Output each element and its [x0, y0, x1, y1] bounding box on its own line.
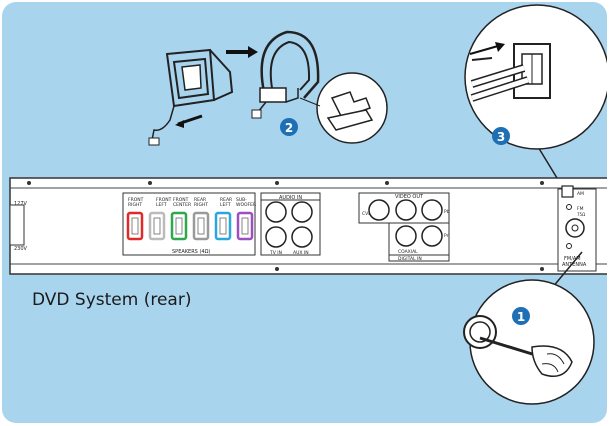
voltage-bottom: 230V	[14, 246, 28, 252]
antenna-label2: ANTENNA	[562, 262, 587, 268]
diagram-caption: DVD System (rear)	[32, 290, 192, 310]
speaker-terminal-slot	[197, 217, 205, 235]
speaker-terminal-slot	[175, 217, 183, 235]
coaxial-label: COAXIAL	[398, 249, 418, 255]
speakers-heading: SPEAKERS (4Ω)	[172, 249, 210, 255]
audio-in-jack	[265, 226, 287, 248]
fm-label: FM	[577, 206, 584, 212]
cvbs-label: CVBS	[362, 211, 374, 217]
pb-label: Pb	[444, 209, 450, 215]
audio-in-jack	[291, 226, 313, 248]
pr-label: Pr	[444, 233, 449, 239]
speaker-front-center-label2: CENTER	[173, 202, 191, 208]
speaker-plugs	[126, 211, 254, 241]
speaker-front-center-label1: FRONT	[173, 197, 189, 203]
audio-in-jack	[291, 201, 313, 223]
tv-in-label: TV IN	[269, 250, 282, 256]
speaker-channels: FRONT RIGHT FRONT LEFT FRONT CENTER REAR…	[128, 197, 256, 208]
speaker-terminal-slot	[153, 217, 161, 235]
speaker-front-left-label2: LEFT	[156, 202, 167, 208]
step-badge-3: 3	[492, 127, 510, 145]
speaker-rear-left-label2: LEFT	[220, 202, 231, 208]
speaker-terminal-slot	[219, 217, 227, 235]
digital-in-heading: DIGITAL IN	[398, 256, 422, 262]
screwdriver-illustration	[463, 251, 595, 405]
voltage-top: 127V	[14, 201, 28, 207]
speakers-block: SPEAKERS (4Ω) FRONT RIGHT FRONT LEFT FRO…	[122, 192, 256, 256]
step-badge-2: 2	[280, 118, 298, 136]
coaxial-jack	[395, 225, 417, 247]
am-socket	[561, 185, 574, 198]
speaker-front-right-label1: FRONT	[128, 197, 144, 203]
speaker-front-left-label1: FRONT	[156, 197, 172, 203]
audio-in-heading: AUDIO IN	[279, 195, 302, 201]
speaker-rear-left-label1: REAR	[220, 197, 232, 203]
video-jack	[421, 225, 443, 247]
antenna-label1: FM/AM	[564, 256, 581, 262]
video-jack	[395, 199, 417, 221]
aux-in-label: AUX IN	[293, 250, 309, 256]
video-out-heading: VIDEO OUT	[395, 194, 424, 200]
step-number: 3	[497, 130, 505, 144]
speaker-terminal-slot	[241, 217, 249, 235]
video-jack	[421, 199, 443, 221]
audio-in-jack	[265, 201, 287, 223]
cvbs-jack	[368, 199, 390, 221]
step-number: 2	[285, 121, 293, 135]
speaker-rear-right-label1: REAR	[194, 197, 206, 203]
speaker-rear-right-label2: RIGHT	[194, 202, 208, 208]
speaker-terminal-slot	[131, 217, 139, 235]
loop-antenna-illustration	[148, 30, 388, 146]
speaker-subwoofer-label2: WOOFER	[236, 202, 256, 208]
step-badge-1: 1	[512, 307, 530, 325]
speaker-subwoofer-label1: SUB-	[236, 197, 247, 203]
fm-ohm-label: 75Ω	[577, 212, 585, 217]
am-label: AM	[577, 191, 584, 197]
step-number: 1	[517, 310, 525, 324]
plug-illustration	[464, 4, 607, 179]
speaker-front-right-label2: RIGHT	[128, 202, 142, 208]
audio-in-block: AUDIO IN TV IN AUX IN	[260, 192, 321, 256]
video-out-block: VIDEO OUT CVBS Pr Pb COAXIAL DIGITAL IN	[358, 192, 450, 262]
